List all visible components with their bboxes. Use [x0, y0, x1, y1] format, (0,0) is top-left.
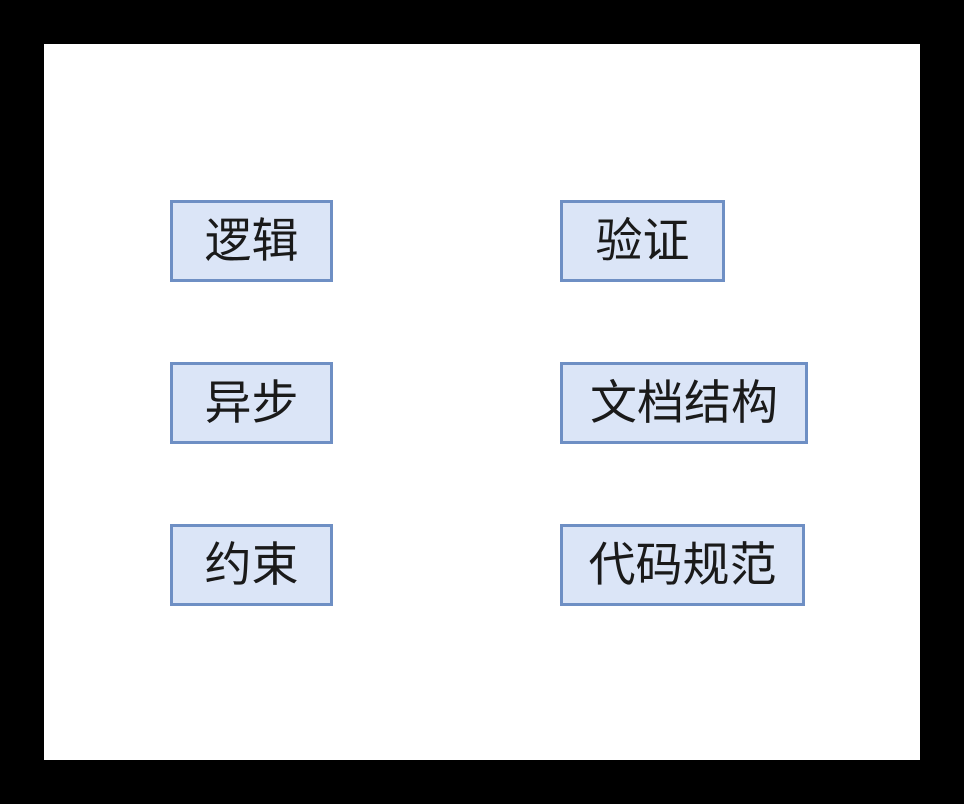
diagram-node-label: 代码规范 [588, 537, 777, 593]
diagram-canvas: 逻辑 验证 异步 文档结构 约束 代码规范 [44, 44, 920, 760]
diagram-node-validation[interactable]: 验证 [560, 200, 725, 282]
diagram-node-async[interactable]: 异步 [170, 362, 333, 444]
diagram-node-constraint[interactable]: 约束 [170, 524, 333, 606]
diagram-node-label: 逻辑 [204, 213, 299, 269]
diagram-node-code-standard[interactable]: 代码规范 [560, 524, 805, 606]
diagram-node-logic[interactable]: 逻辑 [170, 200, 333, 282]
diagram-node-label: 文档结构 [590, 375, 778, 431]
diagram-node-document-structure[interactable]: 文档结构 [560, 362, 808, 444]
diagram-node-label: 异步 [204, 375, 299, 431]
diagram-node-label: 约束 [204, 537, 299, 593]
diagram-node-label: 验证 [595, 213, 690, 269]
